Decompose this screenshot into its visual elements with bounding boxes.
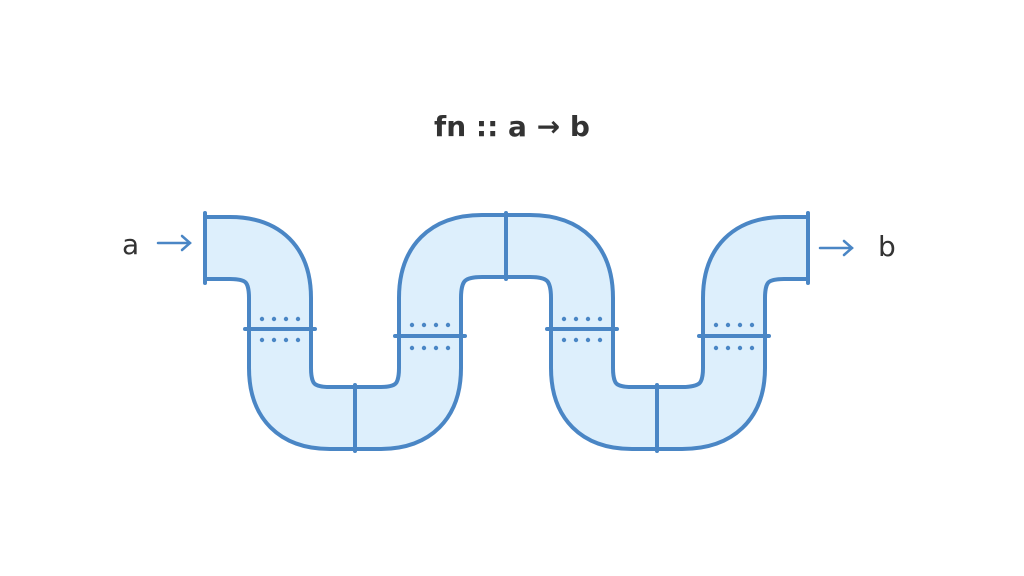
pipe-flanges <box>203 211 810 453</box>
input-arrow-icon <box>156 234 192 252</box>
diagram-title: fn :: a → b <box>434 110 590 143</box>
weld-dots <box>259 316 755 351</box>
output-label: b <box>878 230 896 263</box>
input-label: a <box>122 228 140 261</box>
output-arrow-icon <box>818 239 854 257</box>
